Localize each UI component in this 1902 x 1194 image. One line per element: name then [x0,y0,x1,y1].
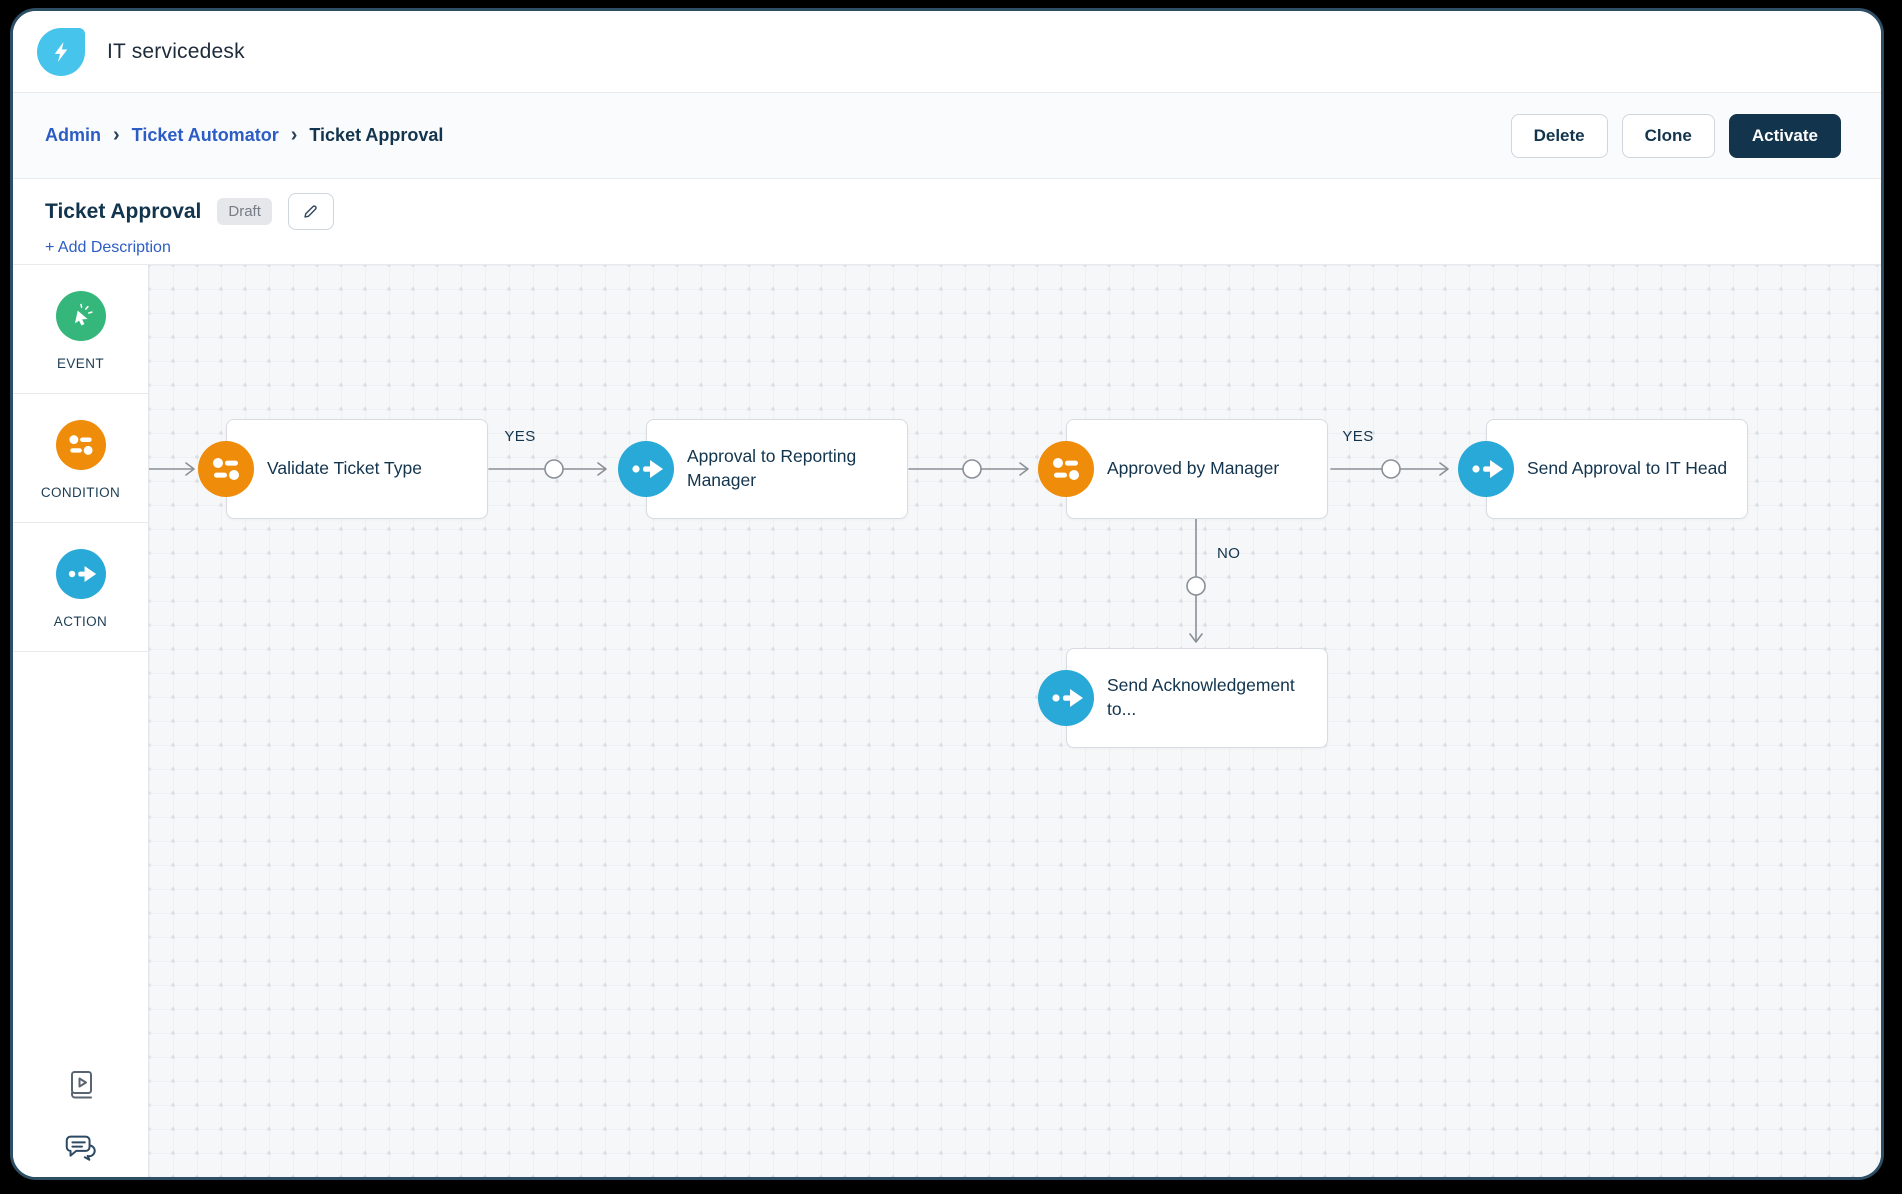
node-title: Send Approval to IT Head [1527,458,1728,479]
workflow-title: Ticket Approval [45,199,202,223]
sliders-icon [55,420,106,470]
app-window: IT servicedesk Admin › Ticket Automator … [10,8,1884,1180]
app-title: IT servicedesk [107,39,245,63]
node-title: Send Acknowledgement to... [1107,675,1295,719]
node-send-acknowledgement[interactable]: Send Acknowledgement to... [1038,648,1328,748]
node-title: Validate Ticket Type [267,458,422,479]
tutorials-button[interactable] [13,1053,148,1117]
sidebar-spacer [13,652,148,1053]
palette-item-condition[interactable]: CONDITION [13,394,148,523]
node-title: Approved by Manager [1107,458,1280,479]
breadcrumb-admin[interactable]: Admin [45,125,101,145]
cursor-click-icon [55,291,106,341]
clone-button[interactable]: Clone [1621,113,1715,158]
node-validate-ticket-type[interactable]: Validate Ticket Type [198,419,488,519]
pencil-icon [304,205,318,218]
add-description-link[interactable]: + Add Description [45,239,171,256]
chat-bubbles-icon [65,1135,96,1161]
condition-sliders-icon [198,441,254,497]
condition-sliders-icon [1038,441,1094,497]
palette-label-action: ACTION [53,614,108,629]
palette-item-action[interactable]: ACTION [13,523,148,652]
workflow-body: EVENT CONDITION [13,265,1881,1177]
edge-label-yes: YES [1342,428,1374,445]
node-approved-by-manager[interactable]: Approved by Manager [1038,419,1328,519]
breadcrumb-bar: Admin › Ticket Automator › Ticket Approv… [13,93,1881,179]
node-palette: EVENT CONDITION [13,265,149,1177]
breadcrumb-current: Ticket Approval [309,125,444,145]
breadcrumb-ticket-automator[interactable]: Ticket Automator [131,125,279,145]
edge-label-no: NO [1217,545,1241,562]
lightning-bolt-icon [54,41,68,62]
action-send-arrow-icon [618,441,674,497]
workflow-canvas[interactable]: YES YES NO Validate Ticket Type [149,265,1881,1177]
chevron-right-icon: › [290,123,298,146]
palette-item-event[interactable]: EVENT [13,265,148,394]
action-send-arrow-icon [1038,670,1094,726]
palette-label-condition: CONDITION [40,485,121,500]
action-send-arrow-icon [1458,441,1514,497]
activate-button[interactable]: Activate [1728,113,1841,158]
flow-connectors [149,459,1449,643]
app-logo [37,27,85,76]
status-badge: Draft [217,198,272,225]
delete-button[interactable]: Delete [1510,113,1608,158]
node-send-approval-to-it-head[interactable]: Send Approval to IT Head [1458,419,1748,519]
node-title: Approval to Reporting Manager [687,446,857,490]
top-bar: IT servicedesk [13,11,1881,93]
workflow-actions: Delete Clone Activate [1510,113,1841,158]
feedback-button[interactable] [13,1117,148,1177]
palette-label-event: EVENT [56,356,104,371]
video-guide-book-icon [70,1071,92,1099]
breadcrumb: Admin › Ticket Automator › Ticket Approv… [45,125,443,147]
node-approval-to-reporting-manager[interactable]: Approval to Reporting Manager [618,419,908,519]
send-arrow-icon [55,549,106,599]
edge-label-yes: YES [504,428,536,445]
chevron-right-icon: › [113,123,120,146]
edit-title-button[interactable] [287,193,334,230]
workflow-header: Ticket Approval Draft + Add Description [13,179,1881,265]
